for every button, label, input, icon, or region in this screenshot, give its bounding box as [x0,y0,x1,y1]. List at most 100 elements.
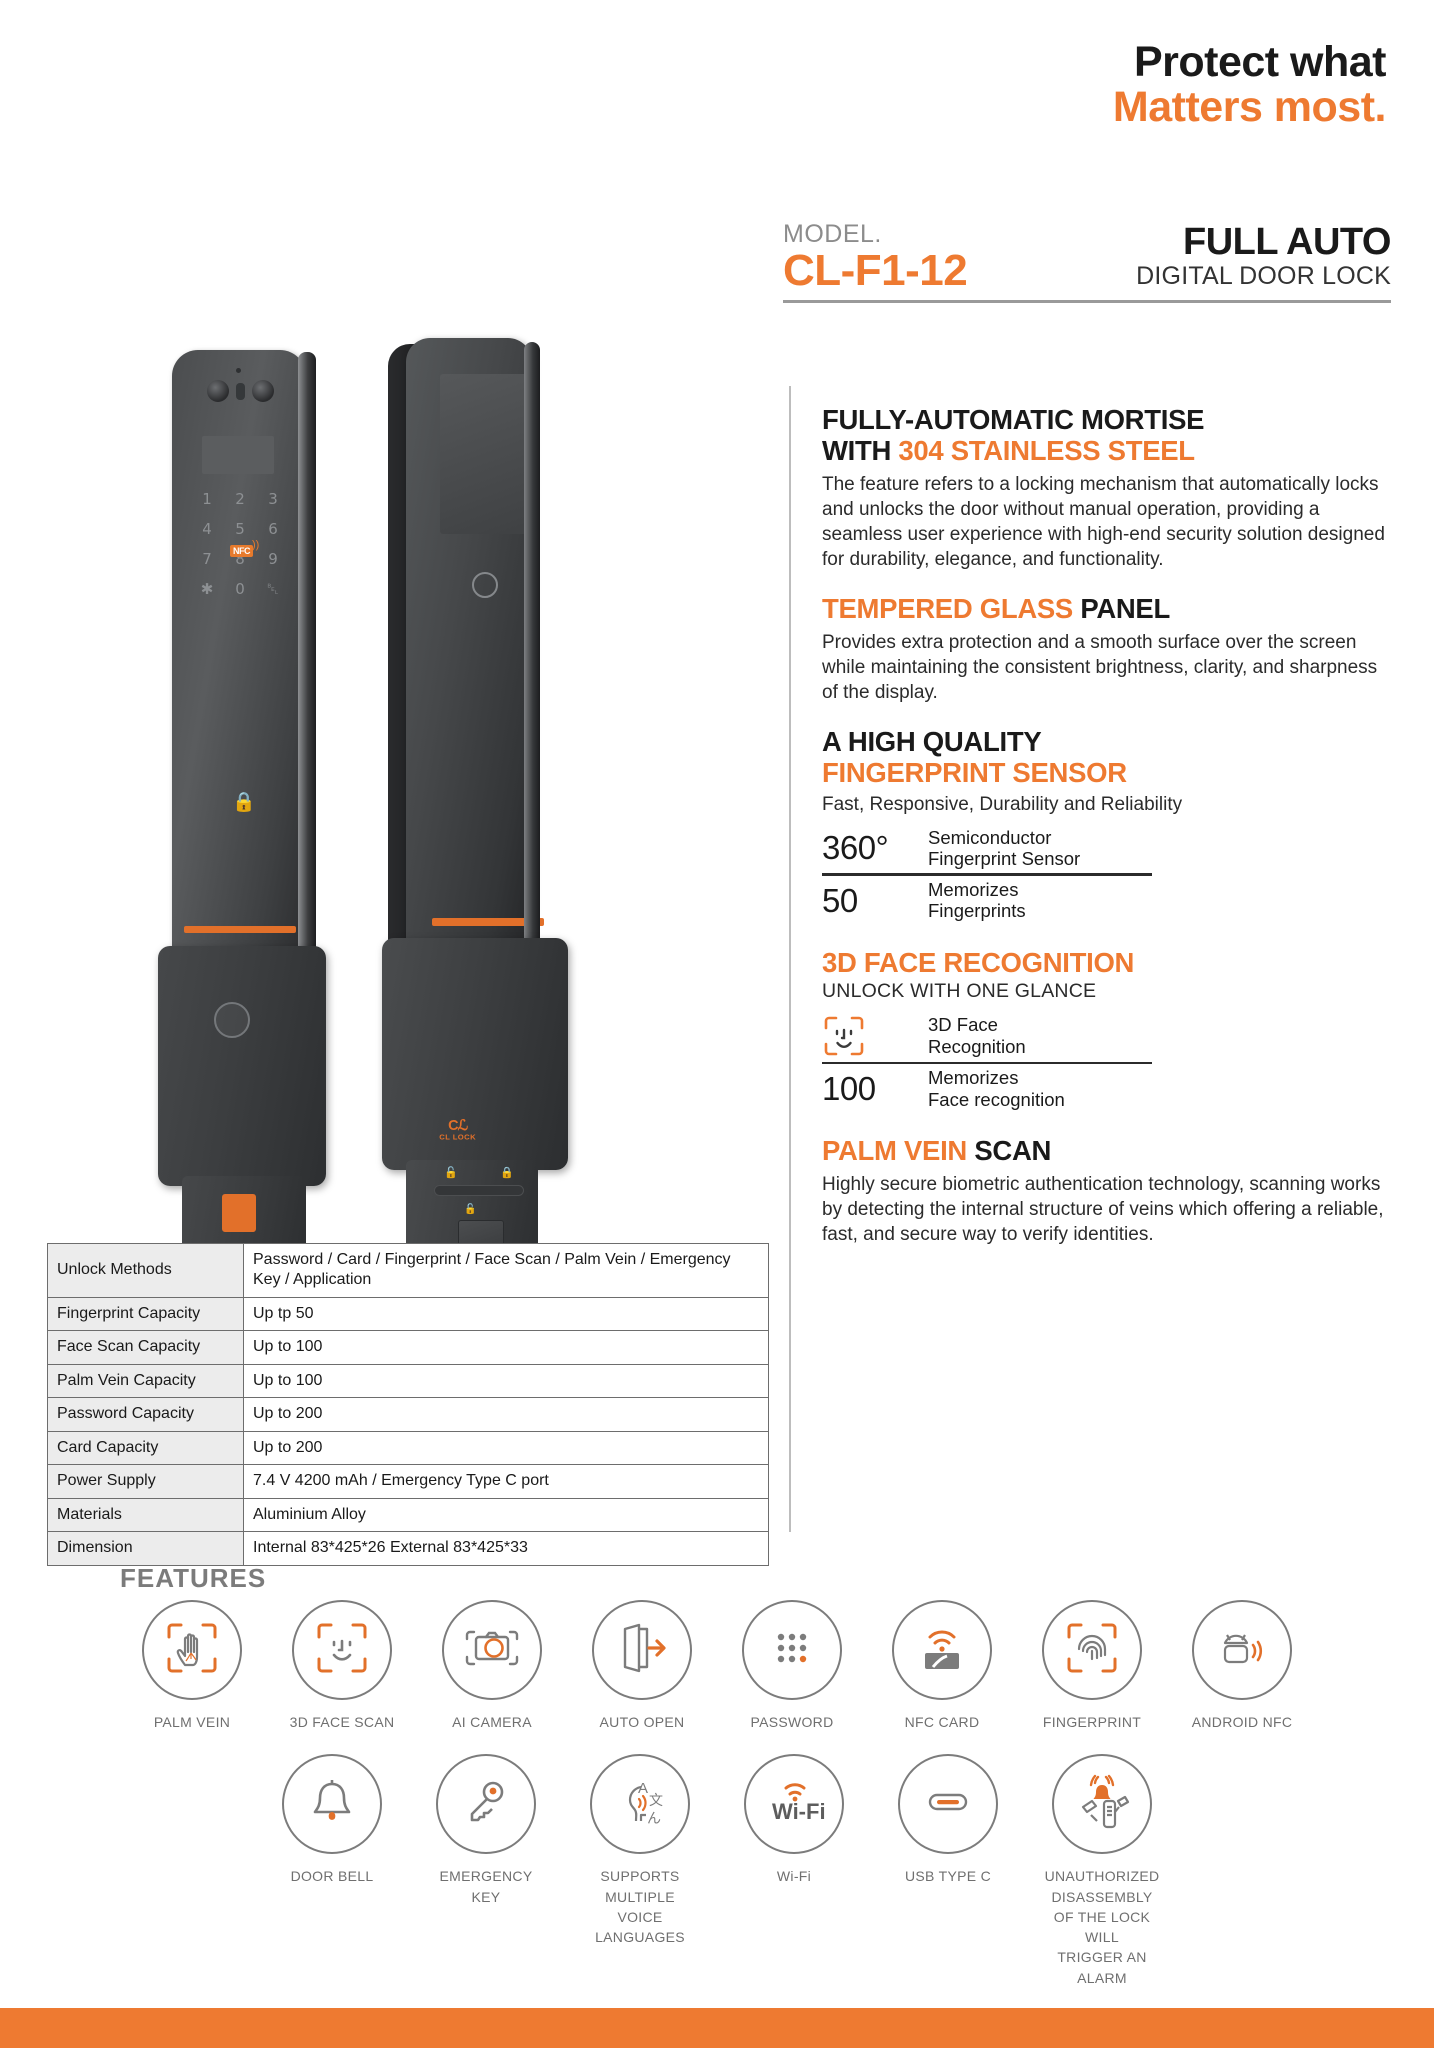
section-palm-title: PALM VEIN SCAN [822,1135,1392,1167]
stat-label-line-2: Face recognition [928,1088,1065,1110]
lock-rear-screen-unit: Cℒ CL LOCK 🔓 🔒 🔓 🔒 [382,338,568,1330]
stat-label: Memorizes Fingerprints [928,879,1026,922]
column-divider [789,386,791,1532]
keypad-row-1: 1 2 3 [194,490,286,508]
feature-icon-circle [742,1600,842,1700]
spec-key: Face Scan Capacity [47,1330,244,1365]
touch-display [440,374,532,534]
section-palm-vein: PALM VEIN SCAN Highly secure biometric a… [822,1135,1392,1247]
feature-icon-circle [1052,1754,1152,1855]
title-rest: PANEL [1080,592,1170,624]
keypad-key: 7 [202,550,212,568]
lock-front-keypad-unit: 1 2 3 4 5 6 7 8 9 ✱ [158,350,332,1336]
section-palm-body: Highly secure biometric authentication t… [822,1173,1384,1245]
spec-key: Dimension [47,1531,244,1566]
keypad-side-rim [298,352,316,968]
fingerprint-icon [1061,1617,1123,1684]
nfc-card-icon [911,1617,973,1684]
spec-key: Fingerprint Capacity [47,1296,244,1332]
feature-descriptions: FULLY-AUTOMATIC MORTISE WITH 304 STAINLE… [822,404,1392,1269]
stat-row: 360° Semiconductor Fingerprint Sensor [822,824,1152,874]
feature-label: PALM VEIN [153,1714,231,1730]
ir-sensor-icon [235,382,245,400]
wifi-icon: Wi-Fi [763,1771,826,1838]
feature-item: DOOR BELL [273,1754,391,1886]
keypad-key: 4 [202,520,212,538]
screen-side-rim [524,342,540,962]
section-glass-title: TEMPERED GLASS PANEL [822,592,1392,625]
svg-text:A: A [638,1780,648,1797]
spec-value: Aluminium Alloy [243,1497,769,1533]
feature-item: AUTO OPEN [583,1600,701,1732]
section-fingerprint: A HIGH QUALITY FINGERPRINT SENSOR Fast, … [822,725,1392,926]
stat-label-line-2: Recognition [928,1035,1026,1057]
title-line-1: A HIGH QUALITY [822,725,1042,757]
stat-divider [822,1061,1152,1065]
spec-value: Up to 100 [243,1330,769,1365]
title-line-2-highlight: 304 STAINLESS STEEL [898,434,1195,466]
feature-label: NFC CARD [904,1714,980,1730]
spec-value: Password / Card / Fingerprint / Face Sca… [243,1243,769,1298]
section-face-tagline: UNLOCK WITH ONE GLANCE [822,979,1097,1002]
spec-value: Up to 100 [243,1363,769,1399]
home-touch-button [472,572,498,598]
feature-icon-circle [142,1600,242,1700]
stat-label: Semiconductor Fingerprint Sensor [928,827,1080,870]
feature-label: FINGERPRINT [1042,1714,1142,1730]
keypad-key: 8 [235,550,245,568]
bottom-accent-bar [0,2008,1434,2048]
screen-handle-body [382,938,568,1170]
interior-control-panel: 🔓 🔒 🔓 🔒 [434,1166,524,1271]
section-fingerprint-tagline: Fast, Responsive, Durability and Reliabi… [822,793,1183,815]
accent-strip [184,926,296,933]
android-nfc-icon [1211,1617,1273,1684]
svg-text:文: 文 [649,1793,663,1809]
usb-type-c-icon [917,1771,979,1838]
section-mortise-body: The feature refers to a locking mechanis… [822,473,1385,570]
hero-tagline: Protect what Matters most. [1113,38,1387,129]
face-id-icon [824,1016,864,1055]
title-rest: SCAN [974,1135,1052,1167]
feature-label: DOOR BELL [290,1868,374,1885]
door-bell-icon [301,1771,363,1838]
lock-state-icons: 🔓 🔒 [434,1166,524,1179]
feature-icon-circle [1192,1600,1292,1700]
model-label: MODEL. [783,220,882,249]
model-type: FULL AUTO [1182,221,1392,263]
stat-label-line-1: Semiconductor [928,826,1052,848]
stat-value: 360° [822,829,889,867]
feature-label: ANDROID NFC [1191,1714,1293,1730]
spec-key: Power Supply [47,1464,244,1499]
face-stats: 3D Face Recognition 100 Memorizes Face r… [822,1011,1152,1114]
lock-icon: 🔒 [500,1167,514,1179]
screen-shell [406,338,544,966]
stat-value: 50 [822,881,858,919]
feature-icon-circle [282,1754,382,1855]
feature-label: Wi-Fi [776,1868,812,1885]
slide-switch [434,1185,524,1196]
model-category: FULL AUTO DIGITAL DOOR LOCK [1136,222,1391,293]
title-line-2: FINGERPRINT SENSOR [822,756,1127,788]
keypad-row-3: 7 8 9 [194,550,286,568]
camera-lens-icon [251,380,274,402]
section-fingerprint-title: A HIGH QUALITY FINGERPRINT SENSOR [822,725,1392,789]
feature-icon-circle [442,1600,542,1700]
title-line-1: FULLY-AUTOMATIC MORTISE [822,404,1205,435]
spec-key: Password Capacity [47,1397,244,1432]
hero-line-1: Protect what [1133,38,1387,86]
palm-sensor-icon [214,1002,250,1038]
model-code: CL-F1-12 [783,246,968,296]
feature-icon-circle: Wi-Fi [744,1754,844,1855]
section-glass-body: Provides extra protection and a smooth s… [822,631,1378,703]
